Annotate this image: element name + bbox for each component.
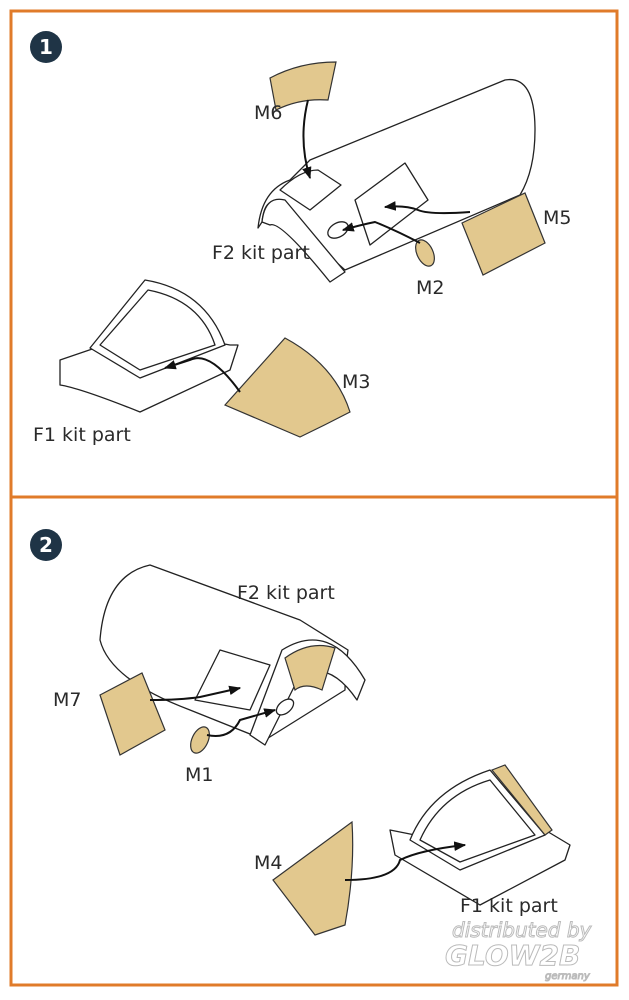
watermark-line1: distributed by <box>452 918 593 942</box>
label-m2: M2 <box>416 277 444 299</box>
mask-m2 <box>415 239 435 267</box>
watermark-logo: GLOW2B <box>445 939 580 972</box>
watermark-line3: germany <box>545 971 591 982</box>
step-1-badge <box>30 31 62 63</box>
label-m4: M4 <box>254 852 282 874</box>
step-2-badge <box>30 529 62 561</box>
arrow-m6 <box>302 99 312 180</box>
step-2-number: 2 <box>39 533 53 557</box>
arrow-m1 <box>206 708 277 737</box>
label-m6: M6 <box>254 102 282 124</box>
label-f1: F1 kit part <box>33 424 131 446</box>
label-m7: M7 <box>53 689 81 711</box>
label-m1: M1 <box>185 764 213 786</box>
mask-m1 <box>190 726 210 754</box>
mask-f2-applied <box>284 645 336 692</box>
f2-kit-part <box>257 78 536 283</box>
mask-m5 <box>461 192 546 276</box>
mask-m6 <box>269 61 337 111</box>
label-f2: F2 kit part <box>212 242 310 264</box>
label-m3: M3 <box>342 371 370 393</box>
mask-m4 <box>272 820 354 936</box>
label-f1: F1 kit part <box>460 895 558 917</box>
mask-m3 <box>223 337 351 438</box>
step-1-number: 1 <box>39 35 53 59</box>
f1-kit-part-2 <box>389 764 571 906</box>
label-f2: F2 kit part <box>237 582 335 604</box>
f1-kit-part <box>59 279 239 413</box>
watermark: distributed by GLOW2B germany <box>445 918 594 983</box>
arrow-m4 <box>344 841 467 881</box>
label-m5: M5 <box>543 207 571 229</box>
arrow-m5 <box>383 201 471 215</box>
mask-m7 <box>99 672 166 756</box>
f2-kit-part-2 <box>99 564 366 746</box>
arrow-m2 <box>341 220 421 244</box>
step-1: 1 M6 F2 kit part M5 M2 M3 F1 kit part <box>30 31 571 446</box>
arrow-m3 <box>163 357 241 393</box>
arrow-m7 <box>149 685 242 701</box>
step-2: 2 F2 kit part M7 M1 M4 F1 kit part <box>30 529 571 936</box>
